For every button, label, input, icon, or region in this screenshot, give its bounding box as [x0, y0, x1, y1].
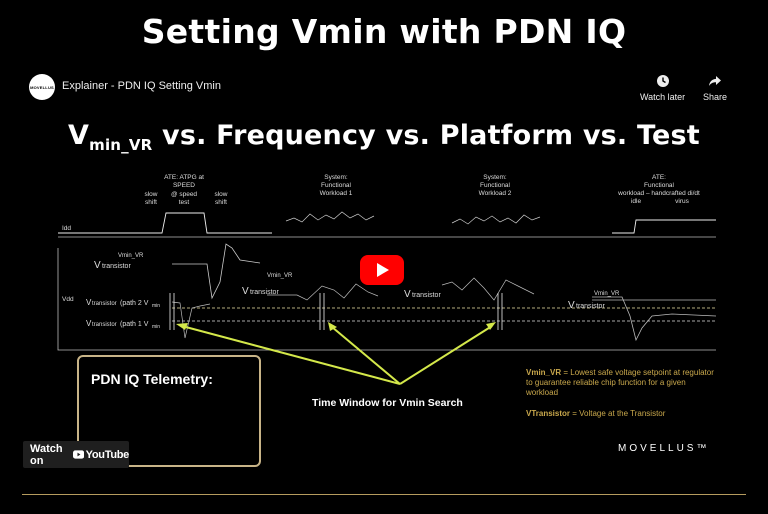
- def1-term: Vmin_VR: [526, 368, 562, 377]
- slow-shift-left-2: shift: [145, 199, 157, 206]
- vtransistor-4-prefix: V: [568, 300, 575, 311]
- system2-label-3: Workload 2: [479, 190, 512, 197]
- vmin-vr-label-1: Vmin_VR: [118, 253, 144, 259]
- path2-prefix: V: [86, 298, 92, 307]
- ate-label-1: ATE: ATPG at: [164, 174, 204, 181]
- watch-on-label: Watch on: [30, 442, 63, 467]
- telemetry-box: PDN IQ Telemetry:: [77, 355, 261, 467]
- slow-shift-left-1: slow: [144, 191, 157, 198]
- time-window-label: Time Window for Vmin Search: [312, 397, 463, 409]
- slow-shift-right-2: shift: [215, 199, 227, 206]
- time-window-arrows: [181, 325, 493, 385]
- vtransistor-1-prefix: V: [94, 260, 101, 271]
- vmin-diagram: ATE: ATPG at SPEED slow shift @ speed te…: [57, 174, 717, 385]
- idle-label: idle: [631, 198, 642, 205]
- idd-system2-trace: [451, 214, 541, 225]
- ate2-label-1: ATE:: [652, 174, 666, 181]
- vtrans-system2-trace: [441, 277, 535, 301]
- video-header: MOVELLUS Explainer - PDN IQ Setting Vmin…: [22, 68, 746, 110]
- clock-icon: [656, 75, 669, 87]
- channel-avatar[interactable]: MOVELLUS: [29, 74, 55, 100]
- share-label: Share: [703, 92, 728, 102]
- video-player[interactable]: MOVELLUS Explainer - PDN IQ Setting Vmin…: [22, 68, 746, 468]
- youtube-logo-icon: [72, 450, 84, 459]
- play-icon: [377, 263, 389, 277]
- idd-ate-trace: [58, 212, 272, 234]
- telemetry-label: PDN IQ Telemetry:: [91, 371, 213, 387]
- vdd-axes: [57, 248, 716, 351]
- youtube-label: YouTube: [85, 448, 130, 461]
- path1-transistor: transistor: [92, 322, 117, 328]
- def2-term: VTransistor: [526, 409, 571, 418]
- path2-label: (path 2 V: [120, 300, 149, 307]
- def2-text: = Voltage at the Transistor: [570, 409, 666, 418]
- page-divider: [22, 494, 746, 495]
- play-button[interactable]: [360, 255, 404, 285]
- vtransistor-1-label: transistor: [102, 263, 131, 270]
- speed-test-2: test: [179, 199, 190, 206]
- ate2-label-3: workload – handcrafted di/dt: [617, 190, 700, 197]
- axis-idd: Idd: [62, 225, 71, 232]
- path1-sub: min: [152, 324, 160, 330]
- vdd-ate-trace: [172, 243, 261, 300]
- system1-label-2: Functional: [321, 182, 352, 189]
- brand-logo: MOVELLUS™: [618, 443, 710, 454]
- path1-label: (path 1 V: [120, 321, 149, 328]
- path2-transistor: transistor: [92, 301, 117, 307]
- system1-label-3: Workload 1: [320, 190, 353, 197]
- vtrans-system1-trace: [267, 283, 379, 301]
- page-title: Setting Vmin with PDN IQ: [141, 12, 627, 51]
- vmin-vr-label-3: Vmin_VR: [594, 291, 620, 297]
- video-title[interactable]: Explainer - PDN IQ Setting Vmin: [62, 80, 221, 92]
- virus-label: virus: [675, 198, 689, 205]
- vtransistor-4-label: transistor: [576, 303, 605, 310]
- slide-heading-rest: vs. Frequency vs. Platform vs. Test: [152, 120, 700, 151]
- path1-prefix: V: [86, 319, 92, 328]
- vtransistor-3-prefix: V: [404, 289, 411, 300]
- idd-system1-trace: [285, 211, 375, 223]
- definition-vtransistor: VTransistor = Voltage at the Transistor: [526, 409, 716, 419]
- definition-vmin-vr: Vmin_VR = Lowest safe voltage setpoint a…: [526, 368, 716, 398]
- time-window-markers: [169, 293, 503, 330]
- ate2-label-2: Functional: [644, 182, 675, 189]
- system2-label-2: Functional: [480, 182, 511, 189]
- def1-text: = Lowest safe voltage setpoint at regula…: [526, 368, 714, 397]
- speed-test-1: @ speed: [171, 191, 197, 198]
- arrow-heads: [176, 322, 496, 331]
- slide-heading-v: V: [68, 120, 90, 151]
- path2-sub: min: [152, 303, 160, 309]
- slide-heading: Vmin_VR vs. Frequency vs. Platform vs. T…: [68, 120, 700, 154]
- ate-label-2: SPEED: [173, 182, 195, 189]
- vtransistor-2-prefix: V: [242, 286, 249, 297]
- vtransistor-3-label: transistor: [412, 292, 441, 299]
- share-button[interactable]: Share: [703, 74, 727, 102]
- system2-label-1: System:: [483, 174, 507, 181]
- watch-on-youtube-button[interactable]: Watch on YouTube: [23, 441, 129, 468]
- watch-later-label: Watch later: [640, 92, 686, 102]
- idd-ate2-trace: [612, 219, 716, 234]
- watch-later-button[interactable]: Watch later: [640, 74, 685, 102]
- system1-label-1: System:: [324, 174, 348, 181]
- slide-heading-sub: min_VR: [89, 136, 153, 154]
- axis-vdd: Vdd: [62, 296, 74, 303]
- vtrans-ate-trace: [171, 301, 211, 339]
- vtransistor-2-label: transistor: [250, 289, 279, 296]
- vtrans-ate2-trace: [592, 296, 717, 342]
- share-icon: [709, 76, 722, 86]
- slow-shift-right-1: slow: [214, 191, 227, 198]
- vmin-vr-label-2: Vmin_VR: [267, 273, 293, 279]
